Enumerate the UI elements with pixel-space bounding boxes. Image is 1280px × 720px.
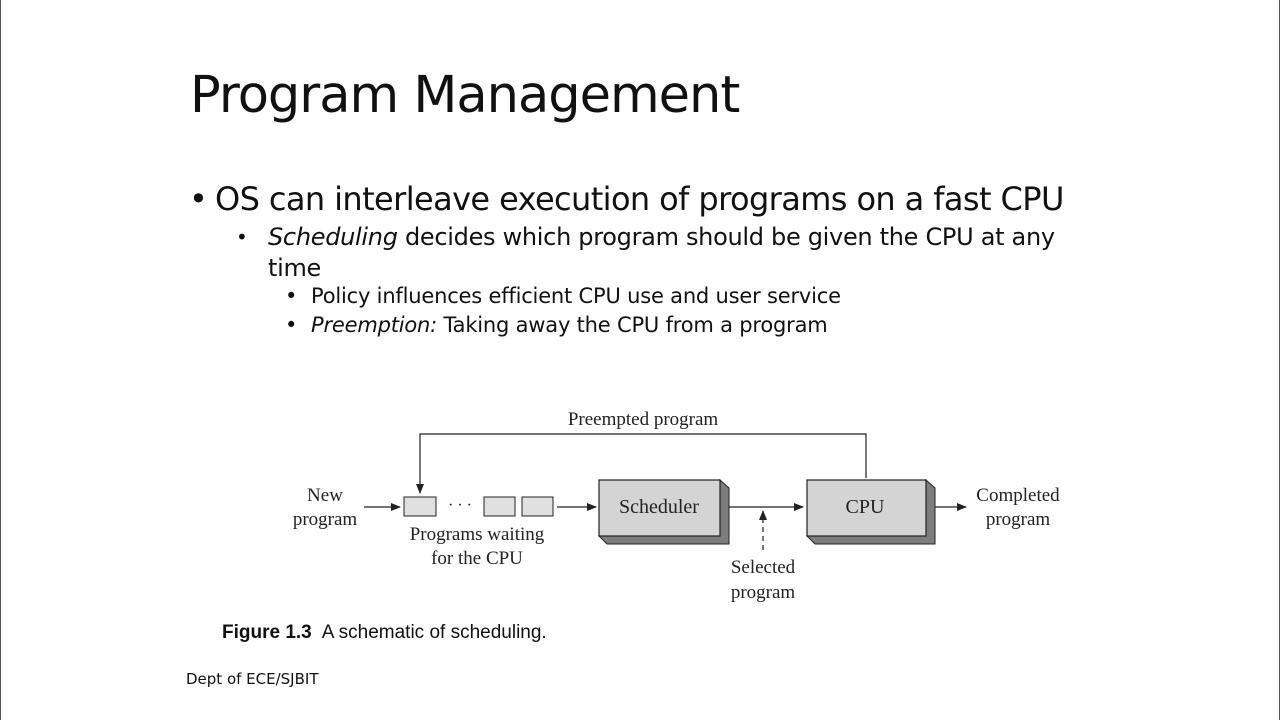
new-program-label: program <box>293 509 358 530</box>
figure-caption: Figure 1.3 A schematic of scheduling. <box>222 622 547 644</box>
queue-slot <box>483 496 516 517</box>
bullet-level3-italic: Preemption: <box>311 313 438 337</box>
waiting-label: for the CPU <box>431 548 523 569</box>
cpu-label: CPU <box>846 496 885 518</box>
selected-label: Selected <box>731 557 796 578</box>
bullet-level1: • OS can interleave execution of program… <box>189 180 1064 218</box>
completed-label: Completed <box>976 485 1060 506</box>
preempted-loop-line <box>416 433 867 494</box>
figure-caption-text: A schematic of scheduling. <box>321 622 547 643</box>
bullet-level3-text: Taking away the CPU from a program <box>437 313 828 337</box>
queue-slot <box>403 496 437 517</box>
completed-label: program <box>986 509 1051 530</box>
bullet-level3-text: Policy influences efficient CPU use and … <box>311 284 841 308</box>
bullet-level3: • Preemption: Taking away the CPU from a… <box>285 313 828 337</box>
queue-slot <box>521 496 554 517</box>
scheduler-label: Scheduler <box>619 496 699 518</box>
slide-footer: Dept of ECE/SJBIT <box>186 670 319 688</box>
figure-number: Figure 1.3 <box>222 622 312 643</box>
queue-ellipsis: · · · <box>448 497 472 514</box>
bullet-level1-text: OS can interleave execution of programs … <box>215 180 1064 218</box>
scheduler-box <box>598 479 721 537</box>
bullet-dot: • <box>285 313 298 337</box>
cpu-box <box>806 479 927 537</box>
preempted-label: Preempted program <box>568 409 719 430</box>
slide-title: Program Management <box>190 66 740 125</box>
bullet-level2-continuation: time <box>268 254 322 282</box>
selected-label: program <box>731 582 796 603</box>
bullet-level2-text: decides which program should be given th… <box>397 223 1055 251</box>
bullet-dot: • <box>189 180 208 218</box>
waiting-label: Programs waiting <box>410 524 545 545</box>
bullet-dot: • <box>236 225 248 249</box>
new-program-label: New <box>307 485 343 506</box>
bullet-level2: • Scheduling decides which program shoul… <box>236 222 1055 284</box>
bullet-level2-italic: Scheduling <box>268 223 398 251</box>
scheduling-diagram: Preempted program New program · · · Prog… <box>293 409 1060 603</box>
bullet-level3: • Policy influences efficient CPU use an… <box>285 284 841 308</box>
bullet-dot: • <box>285 284 298 308</box>
